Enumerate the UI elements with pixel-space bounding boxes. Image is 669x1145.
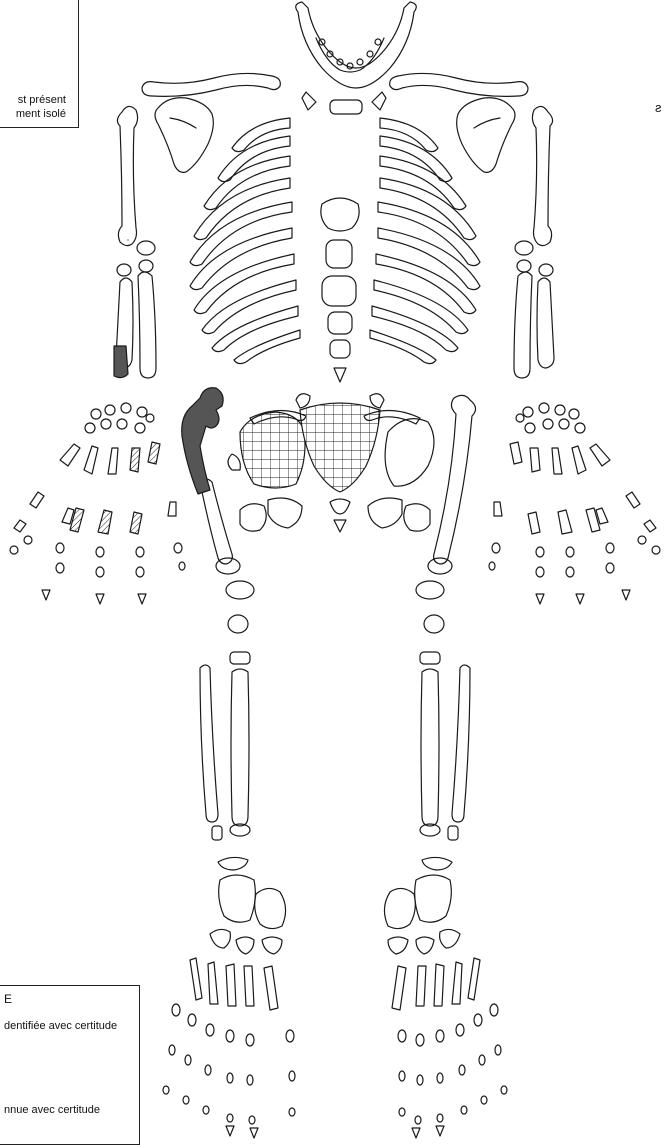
femur-right [416,395,476,633]
clavicle-left [142,73,280,96]
scapula-left [155,98,213,173]
femur-left [200,479,254,633]
ilium-left [240,412,305,488]
forearm-right [514,260,554,378]
leg-right [420,652,470,840]
legend-bottom-heading: E [4,992,12,1006]
radius-fragment-present [114,346,128,378]
foot-left [163,857,295,1138]
humerus-epiphysis-right [515,241,533,255]
femur-proximal-present [182,388,223,494]
scapula-right [457,98,515,173]
sternum [321,198,359,382]
legend-box-bottom: E dentifiée avec certitude nnue avec cer… [0,985,140,1145]
ilium-right [385,419,434,487]
legend-top-line-2: ment isolé [16,108,66,120]
edge-glyph: ƨ [655,100,662,115]
legend-box-top: st présent ment isolé [0,0,79,128]
hand-left [10,403,185,604]
legend-top-line-1: st présent [18,94,66,106]
hyoid [302,92,386,114]
ribs-left [190,118,300,364]
hand-right [489,403,660,604]
sacrum [296,394,384,492]
legend-bottom-line-1: dentifiée avec certitude [4,1020,117,1032]
foot-right [384,857,507,1138]
humerus-epiphysis-left [137,241,155,255]
clavicle-right [390,73,528,96]
humerus-right [532,106,552,245]
legend-bottom-line-2: nnue avec certitude [4,1104,100,1116]
leg-left [200,652,250,840]
mandible [296,2,417,88]
ribs-right [370,118,480,364]
humerus-left [117,106,137,245]
